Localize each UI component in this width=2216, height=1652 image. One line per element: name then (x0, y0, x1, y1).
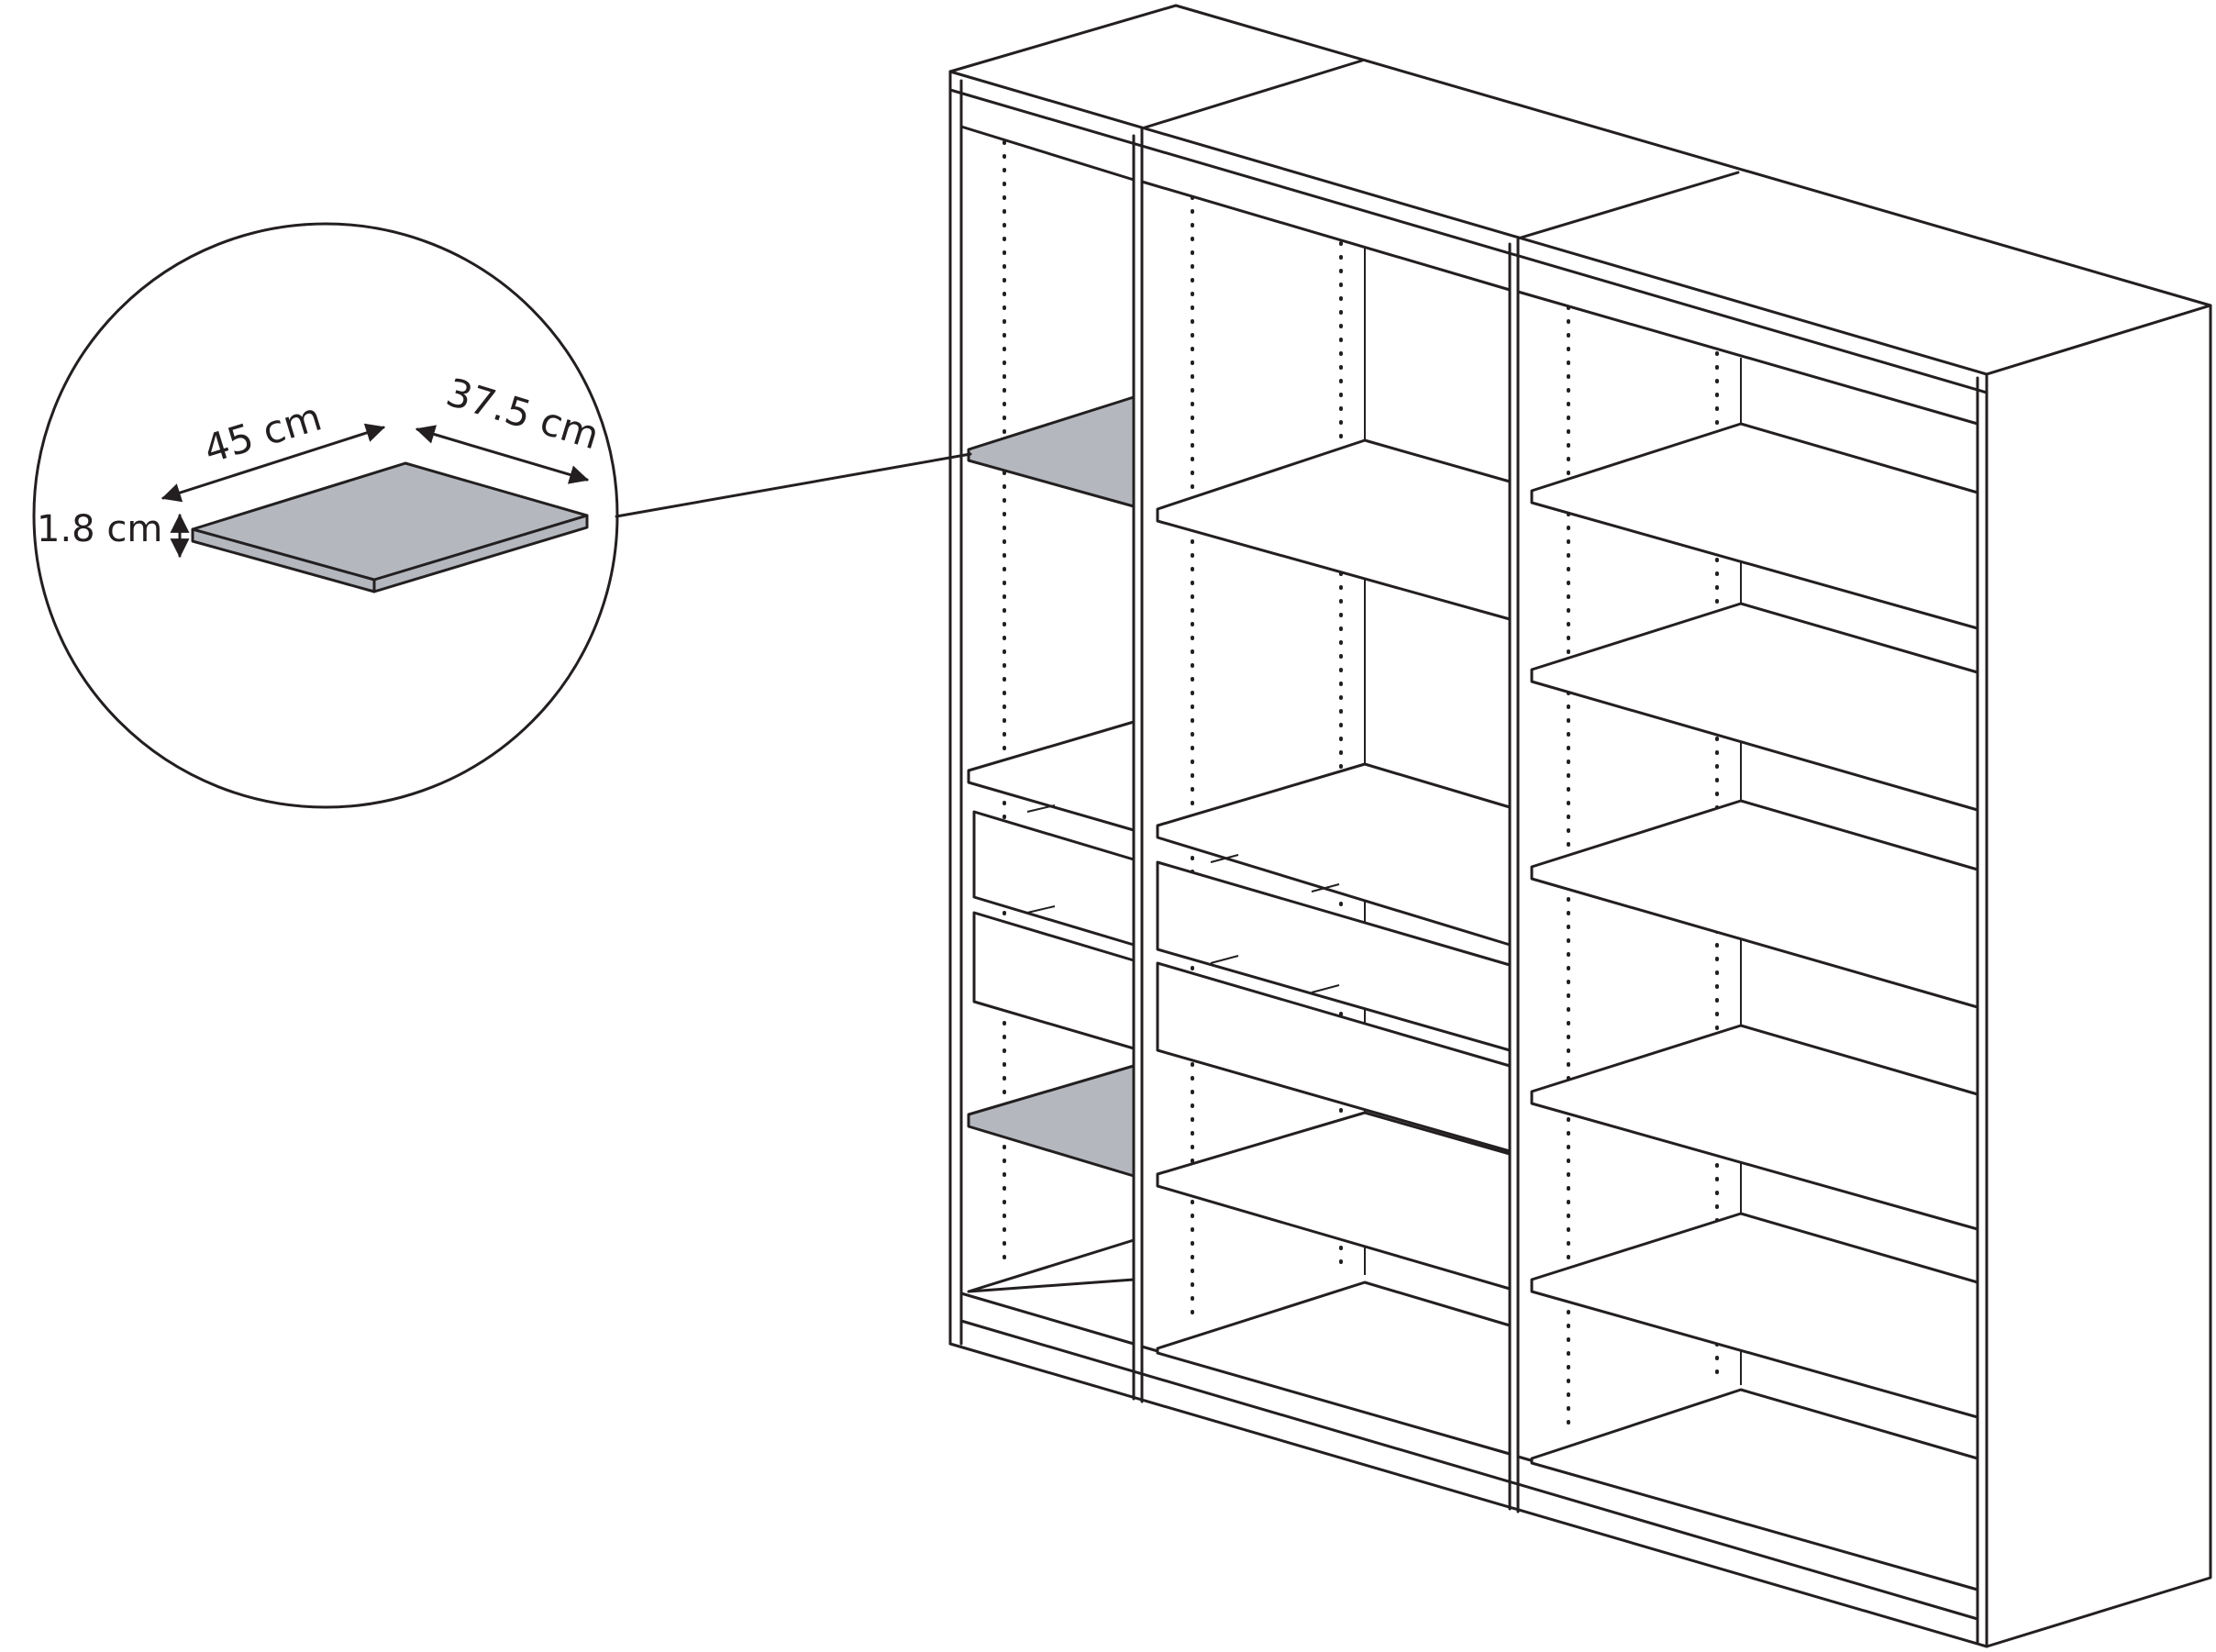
top-panel (948, 4, 2212, 376)
left-shelf-bottom (967, 1238, 1136, 1293)
callout-circle (32, 222, 619, 809)
wardrobe-frame (948, 4, 2212, 1648)
left-drawer-2 (972, 911, 1136, 1050)
left-shelf-mid (967, 720, 1136, 832)
left-drawer-1 (972, 810, 1136, 947)
right-end-panel (1985, 304, 2212, 1648)
mid-shelf-1 (1156, 438, 1512, 621)
width-arrow (161, 423, 385, 503)
mid-shelf-bottom (1156, 1281, 1512, 1456)
right-shelf-4 (1530, 1024, 1979, 1231)
mid-shelf-3 (1156, 1111, 1512, 1291)
right-shelf-5 (1530, 1212, 1979, 1419)
mid-drawer-1 (1156, 860, 1512, 1052)
right-module (1530, 422, 1979, 1591)
callout-leader-line (615, 452, 972, 518)
callout: 45 cm 37.5 cm 1.8 cm (32, 222, 972, 809)
depth-arrow (415, 425, 590, 484)
highlighted-shelf-top (967, 395, 1136, 508)
left-module (967, 395, 1136, 1293)
right-shelf-bottom (1530, 1388, 1979, 1591)
right-shelf-2 (1530, 602, 1979, 812)
middle-module (1156, 438, 1512, 1456)
thickness-label: 1.8 cm (37, 508, 162, 550)
mid-drawer-2 (1156, 961, 1512, 1153)
right-shelf-1 (1530, 422, 1979, 630)
mid-shelf-2 (1156, 762, 1512, 947)
right-shelf-3 (1530, 799, 1979, 1009)
highlighted-shelf-bottom (967, 1064, 1136, 1178)
width-label: 45 cm (199, 394, 327, 471)
callout-shelf (191, 461, 589, 593)
